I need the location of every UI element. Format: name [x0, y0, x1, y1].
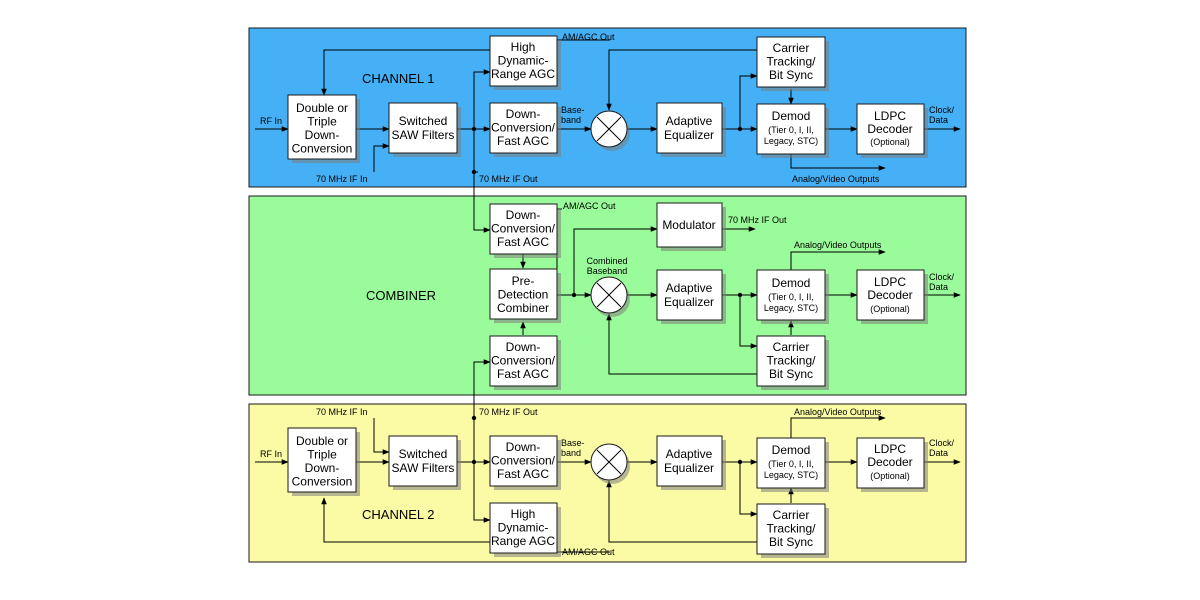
svg-text:Modulator: Modulator	[662, 218, 715, 232]
ch2-demod-block: Demod (Tier 0, I, II,Legacy, STC)	[756, 437, 829, 492]
svg-text:(Optional): (Optional)	[870, 137, 910, 147]
ch2-if-out-label: 70 MHz IF Out	[479, 407, 538, 417]
ch1-if-in-label: 70 MHz IF In	[316, 174, 368, 184]
ch2-rf-in-label: RF In	[260, 449, 282, 459]
svg-text:(Tier 0, I, II,Legacy, STC): (Tier 0, I, II,Legacy, STC)	[764, 459, 818, 480]
comb-mixer	[590, 276, 630, 317]
ch1-demod-block: Demod (Tier 0, I, II,Legacy, STC)	[756, 103, 829, 158]
svg-text:Demod: Demod	[772, 443, 811, 457]
combiner-title: COMBINER	[366, 288, 436, 303]
ch2-baseband-label: Base-band	[561, 438, 585, 458]
svg-text:(Optional): (Optional)	[870, 304, 910, 314]
ch1-agc-out-label: AM/AGC Out	[562, 32, 615, 42]
comb-downconversion-fast-agc-top-block: Down-Conversion/Fast AGC	[489, 203, 561, 258]
ch2-mixer	[590, 443, 630, 484]
comb-clock-data-label: Clock/Data	[929, 272, 955, 292]
ch2-downconversion-fast-agc-block: Down-Conversion/Fast AGC	[489, 435, 561, 490]
ch1-analog-video-label: Analog/Video Outputs	[792, 174, 880, 184]
ch1-mixer	[590, 110, 630, 151]
svg-text:(Tier 0, I, II,Legacy, STC): (Tier 0, I, II,Legacy, STC)	[764, 292, 818, 313]
ch2-analog-video-label: Analog/Video Outputs	[794, 407, 882, 417]
ch1-rf-in-label: RF In	[260, 116, 282, 126]
svg-text:Down-Conversion/Fast AGC: Down-Conversion/Fast AGC	[491, 440, 556, 481]
ch1-clock-data-label: Clock/Data	[929, 105, 955, 125]
ch2-agc-out-label: AM/AGC Out	[562, 547, 615, 557]
svg-text:Demod: Demod	[772, 276, 811, 290]
svg-text:(Tier 0, I, II,Legacy, STC): (Tier 0, I, II,Legacy, STC)	[764, 125, 818, 146]
svg-text:Demod: Demod	[772, 109, 811, 123]
comb-analog-video-label: Analog/Video Outputs	[794, 240, 882, 250]
comb-if-out-label: 70 MHz IF Out	[728, 215, 787, 225]
ch1-if-out-label: 70 MHz IF Out	[479, 174, 538, 184]
svg-text:Down-Conversion/Fast AGC: Down-Conversion/Fast AGC	[491, 208, 556, 249]
ch2-if-in-label: 70 MHz IF In	[316, 407, 368, 417]
comb-modulator-block: Modulator	[656, 202, 726, 251]
comb-demod-block: Demod (Tier 0, I, II,Legacy, STC)	[756, 269, 829, 324]
ch1-downconversion-fast-agc-block: Down-Conversion/Fast AGC	[489, 102, 561, 157]
comb-downconversion-fast-agc-bottom-block: Down-Conversion/Fast AGC	[489, 335, 561, 390]
channel2-title: CHANNEL 2	[362, 507, 434, 522]
ch1-baseband-label: Base-band	[561, 105, 585, 125]
svg-text:Down-Conversion/Fast AGC: Down-Conversion/Fast AGC	[491, 107, 556, 148]
ch2-clock-data-label: Clock/Data	[929, 438, 955, 458]
svg-text:(Optional): (Optional)	[870, 471, 910, 481]
comb-agc-out-label: AM/AGC Out	[563, 201, 616, 211]
channel1-title: CHANNEL 1	[362, 71, 434, 86]
svg-text:Down-Conversion/Fast AGC: Down-Conversion/Fast AGC	[491, 340, 556, 381]
